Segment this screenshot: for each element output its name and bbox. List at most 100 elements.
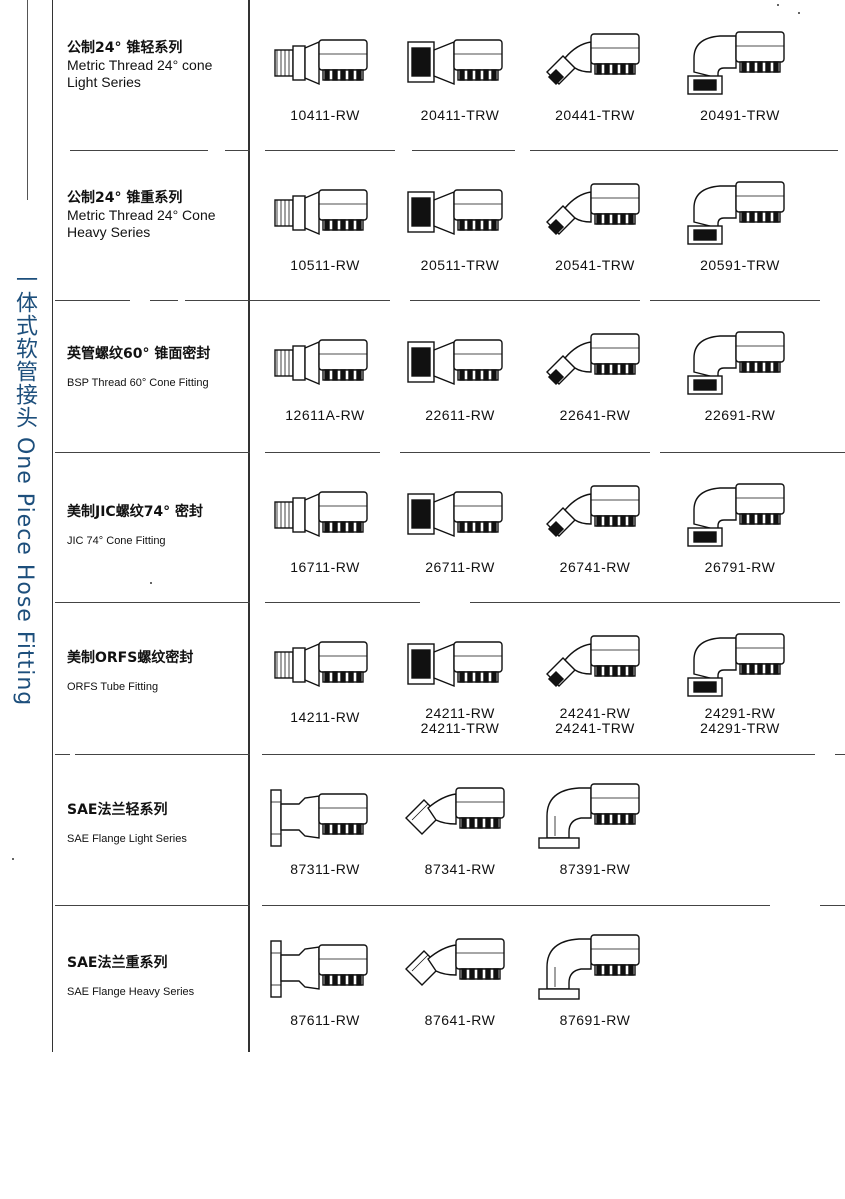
product-item: 26791-RW [670, 480, 810, 575]
straight-male-fitting-icon [255, 480, 395, 552]
product-code-alt: 24241-TRW [555, 720, 635, 736]
row-separator [265, 150, 395, 151]
row-separator [185, 300, 390, 301]
product-item: 22691-RW [670, 328, 810, 423]
row-separator [55, 602, 250, 603]
straight-female-fitting-icon [390, 28, 530, 100]
series-name-chinese: 美制ORFS螺纹密封 [67, 650, 194, 666]
series-name-english: SAE Flange Heavy Series [67, 986, 195, 998]
45-degree-flange-fitting-icon [390, 933, 530, 1005]
straight-male-fitting-icon [255, 630, 395, 702]
product-code: 20411-TRW [420, 107, 500, 123]
product-code: 26711-RW [425, 559, 495, 575]
product-code: 87311-RW [290, 861, 360, 877]
straight-male-fitting-icon [255, 28, 395, 100]
row-separator [55, 300, 130, 301]
series-name-english: Metric Thread 24° Cone Heavy Series [67, 207, 216, 240]
product-item: 26711-RW [390, 480, 530, 575]
product-item: 87691-RW [525, 933, 665, 1028]
row-separator [650, 300, 820, 301]
straight-female-fitting-icon [390, 480, 530, 552]
90-degree-elbow-fitting-icon [670, 178, 810, 250]
series-name-chinese: SAE法兰轻系列 [67, 802, 168, 818]
series-name-english: Metric Thread 24° cone Light Series [67, 57, 213, 90]
product-code: 26741-RW [559, 559, 631, 575]
product-item: 87341-RW [390, 782, 530, 877]
straight-flange-fitting-icon [255, 782, 395, 854]
product-code: 22641-RW [559, 407, 631, 423]
45-degree-elbow-fitting-icon [525, 480, 665, 552]
product-code: 14211-RW [290, 709, 360, 725]
straight-male-fitting-icon [255, 178, 395, 250]
product-code: 20511-TRW [420, 257, 500, 273]
90-degree-flange-fitting-icon [525, 933, 665, 1005]
product-item: 22641-RW [525, 328, 665, 423]
speck [798, 12, 800, 14]
45-degree-elbow-fitting-icon [525, 28, 665, 100]
product-code: 10411-RW [290, 107, 360, 123]
product-item: 20441-TRW [525, 28, 665, 123]
product-item: 20411-TRW [390, 28, 530, 123]
90-degree-flange-fitting-icon [525, 782, 665, 854]
row-separator [75, 754, 250, 755]
product-code: 87691-RW [559, 1012, 631, 1028]
product-code: 20441-TRW [555, 107, 635, 123]
row-separator [55, 905, 250, 906]
product-code: 24291-RW [704, 705, 776, 721]
row-separator [150, 300, 178, 301]
series-name-english: ORFS Tube Fitting [67, 681, 159, 693]
straight-male-fitting-icon [255, 328, 395, 400]
row-separator [470, 602, 840, 603]
speck [777, 4, 779, 6]
straight-female-fitting-icon [390, 328, 530, 400]
product-code: 24211-RW [425, 705, 495, 721]
45-degree-elbow-fitting-icon [525, 630, 665, 702]
90-degree-elbow-fitting-icon [670, 28, 810, 100]
row-separator [262, 905, 770, 906]
row-separator [412, 150, 515, 151]
45-degree-elbow-fitting-icon [525, 178, 665, 250]
product-item: 14211-RW [255, 630, 395, 725]
product-item: 22611-RW [390, 328, 530, 423]
side-divider-line [52, 0, 53, 1052]
series-label: 美制ORFS螺纹密封 ORFS Tube Fitting [67, 650, 247, 696]
series-name-chinese: 公制24° 锥重系列 [67, 190, 183, 206]
45-degree-flange-fitting-icon [390, 782, 530, 854]
speck [12, 858, 14, 860]
straight-flange-fitting-icon [255, 933, 395, 1005]
product-code: 12611A-RW [285, 407, 365, 423]
straight-female-fitting-icon [390, 178, 530, 250]
product-item: 26741-RW [525, 480, 665, 575]
product-code: 22611-RW [425, 407, 495, 423]
product-code-alt: 24211-TRW [420, 720, 500, 736]
product-item: 12611A-RW [255, 328, 395, 423]
row-separator [530, 150, 838, 151]
product-item: 20541-TRW [525, 178, 665, 273]
row-separator [55, 754, 70, 755]
product-code: 26791-RW [704, 559, 776, 575]
series-name-chinese: 公制24° 锥轻系列 [67, 40, 183, 56]
product-item: 20491-TRW [670, 28, 810, 123]
product-code: 20591-TRW [700, 257, 780, 273]
product-code: 10511-RW [290, 257, 360, 273]
90-degree-elbow-fitting-icon [670, 630, 810, 702]
row-separator [820, 905, 845, 906]
90-degree-elbow-fitting-icon [670, 328, 810, 400]
row-separator [265, 602, 420, 603]
side-tick-line [27, 0, 28, 200]
series-name-english: BSP Thread 60° Cone Fitting [67, 377, 209, 389]
series-name-chinese: SAE法兰重系列 [67, 955, 168, 971]
side-title-text: 一体式软管接头 One Piece Hose Fitting [12, 268, 37, 707]
product-item: 87311-RW [255, 782, 395, 877]
speck [150, 582, 152, 584]
